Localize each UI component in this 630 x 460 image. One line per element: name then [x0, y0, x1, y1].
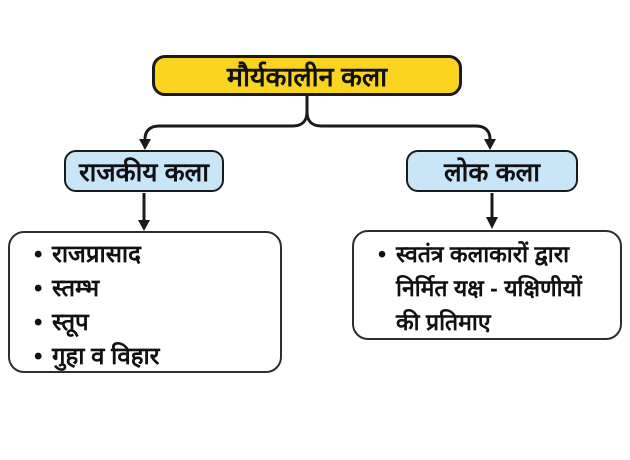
rajkiya-item-list: राजप्रासाद स्तम्भ स्तूप गुहा व विहार — [10, 233, 170, 374]
leaf-box-lok-items: स्वतंत्र कलाकारों द्वारा निर्मित यक्ष - … — [352, 230, 622, 340]
fork-right-arrowhead-icon — [484, 139, 496, 150]
fork-left-line — [143, 111, 309, 140]
branch-left-label: राजकीय कला — [79, 157, 209, 187]
branch-right-label: लोक कला — [444, 157, 540, 187]
leaf-box-rajkiya-items: राजप्रासाद स्तम्भ स्तूप गुहा व विहार — [8, 231, 282, 374]
fork-right-line — [305, 111, 492, 140]
branch-node-rajkiya-kala: राजकीय कला — [64, 150, 224, 192]
list-item: स्वतंत्र कलाकारों द्वारा निर्मित यक्ष - … — [378, 237, 610, 339]
list-item: स्तूप — [34, 306, 160, 340]
list-item: राजप्रासाद — [34, 238, 160, 272]
root-node-label: मौर्यकालीन कला — [226, 62, 388, 92]
right-down-arrowhead-icon — [486, 217, 498, 229]
branch-node-lok-kala: लोक कला — [406, 150, 578, 192]
list-item: स्तम्भ — [34, 272, 160, 306]
left-down-arrowhead-icon — [138, 220, 150, 231]
root-node-mauryakalin-kala: मौर्यकालीन कला — [152, 55, 462, 96]
fork-left-arrowhead-icon — [139, 139, 151, 150]
lok-item-list: स्वतंत्र कलाकारों द्वारा निर्मित यक्ष - … — [354, 232, 620, 339]
list-item: गुहा व विहार — [34, 340, 160, 374]
